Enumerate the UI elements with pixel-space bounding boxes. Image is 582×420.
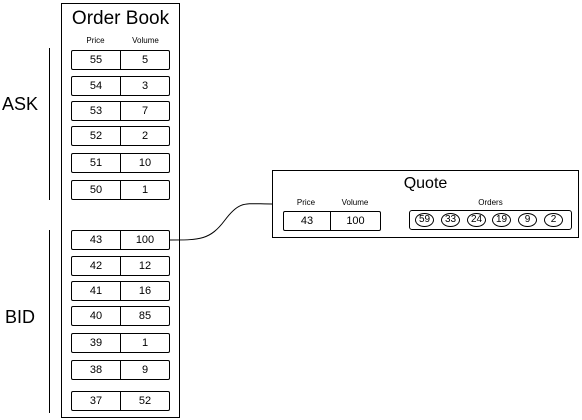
bid-bracket-line <box>49 230 50 413</box>
bid-volume: 1 <box>141 337 149 349</box>
order-ellipse[interactable]: 2 <box>544 213 563 227</box>
ask-volume: 1 <box>141 184 149 196</box>
order-book-volume-header: Volume <box>132 36 159 45</box>
order-ellipse[interactable]: 33 <box>441 213 460 227</box>
ask-volume: 7 <box>141 105 149 117</box>
bid-volume: 100 <box>135 234 155 246</box>
bid-volume: 12 <box>138 260 152 272</box>
ask-volume: 2 <box>141 130 149 142</box>
bid-label: BID <box>5 307 36 327</box>
order-ellipse[interactable]: 19 <box>492 213 511 227</box>
quote-volume-header: Volume <box>341 198 369 207</box>
quote-orders-header: Orders <box>478 198 503 207</box>
ask-price: 54 <box>89 80 103 92</box>
bid-row[interactable]: 42 12 <box>71 256 170 276</box>
quote-volume: 100 <box>346 215 365 227</box>
ask-price: 53 <box>89 105 103 117</box>
bid-price: 42 <box>89 260 103 272</box>
ask-price: 52 <box>89 130 103 142</box>
quote-title: Quote <box>403 175 448 192</box>
bid-price: 37 <box>89 395 103 407</box>
bid-volume: 9 <box>141 364 149 376</box>
ask-row[interactable]: 50 1 <box>71 180 170 200</box>
quote-price: 43 <box>300 215 314 227</box>
bid-row[interactable]: 41 16 <box>71 281 170 301</box>
ask-price: 50 <box>89 184 103 196</box>
ask-bracket-line <box>49 48 50 200</box>
bid-price: 41 <box>89 285 103 297</box>
bid-price: 43 <box>89 234 103 246</box>
order-ellipse[interactable]: 24 <box>467 213 486 227</box>
ask-row[interactable]: 52 2 <box>71 126 170 146</box>
quote-price-header: Price <box>296 198 316 207</box>
ask-row[interactable]: 53 7 <box>71 101 170 121</box>
ask-volume: 3 <box>141 80 149 92</box>
bid-volume: 85 <box>138 310 152 322</box>
order-book-title: Order Book <box>71 8 170 29</box>
ask-row[interactable]: 51 10 <box>71 153 170 173</box>
ask-row[interactable]: 55 5 <box>71 50 170 70</box>
bid-row[interactable]: 40 85 <box>71 306 170 326</box>
ask-price: 51 <box>89 157 103 169</box>
ask-label: ASK <box>2 94 39 114</box>
bid-row[interactable]: 38 9 <box>71 360 170 380</box>
bid-volume: 52 <box>138 395 152 407</box>
bid-row[interactable]: 39 1 <box>71 333 170 353</box>
order-ellipse[interactable]: 9 <box>518 213 537 227</box>
ask-row[interactable]: 54 3 <box>71 76 170 96</box>
ask-volume: 10 <box>138 157 152 169</box>
ask-volume: 5 <box>141 54 149 66</box>
bid-row[interactable]: 37 52 <box>71 391 170 411</box>
bid-price: 40 <box>89 310 103 322</box>
order-ellipse[interactable]: 59 <box>415 213 434 227</box>
ask-price: 55 <box>89 54 103 66</box>
quote-price-volume-row[interactable]: 43 100 <box>283 211 381 231</box>
bid-volume: 16 <box>138 285 152 297</box>
bid-price: 39 <box>89 337 103 349</box>
bid-row-best[interactable]: 43 100 <box>71 230 170 250</box>
order-book-price-header: Price <box>86 36 105 45</box>
bid-price: 38 <box>89 364 103 376</box>
